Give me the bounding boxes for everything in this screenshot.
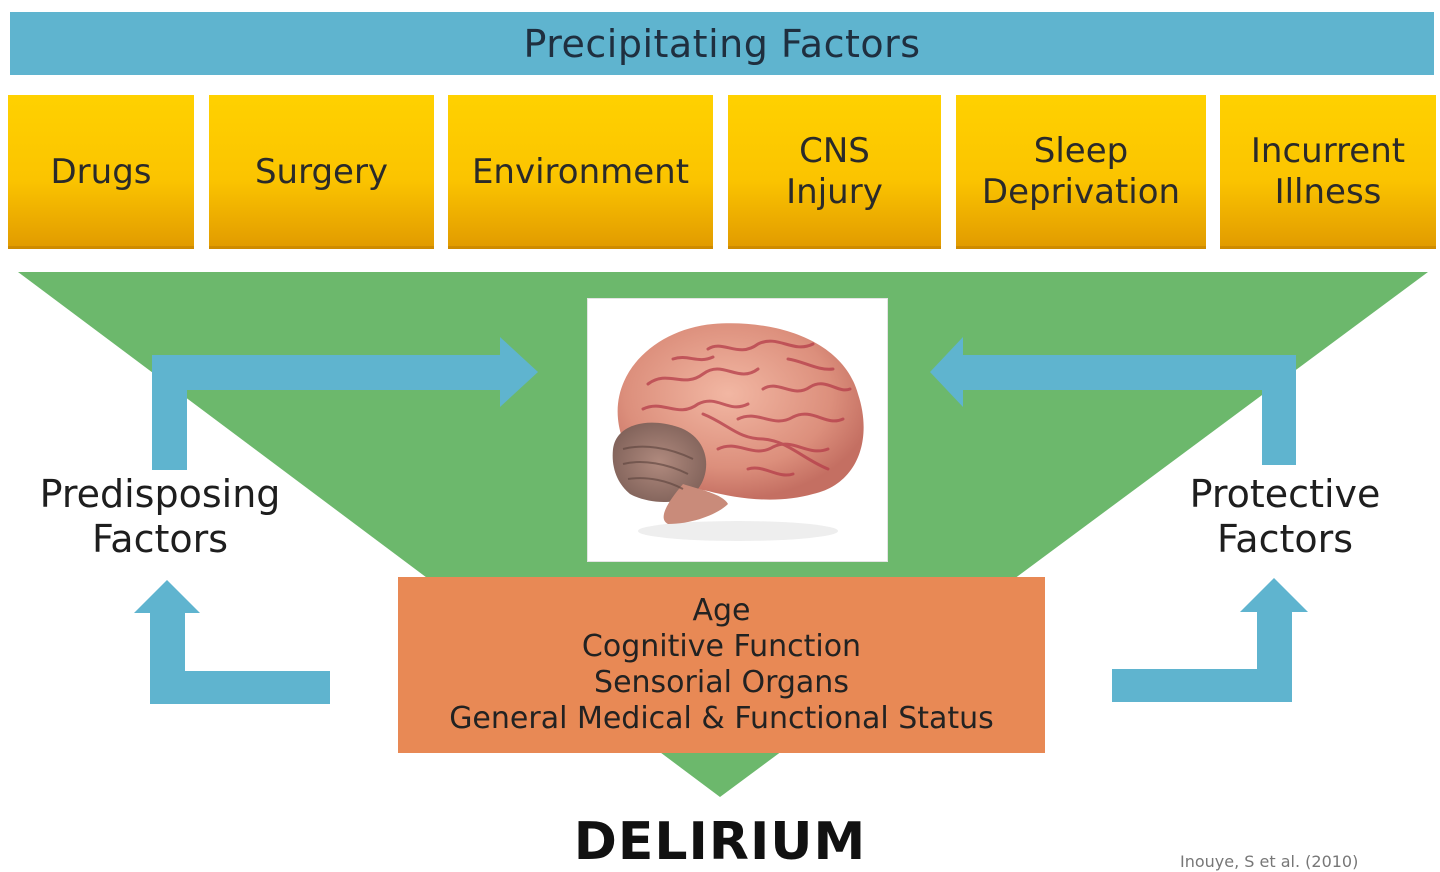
predisposing-arrow-bottom — [134, 580, 330, 704]
predisposing-factors-label: Predisposing Factors — [39, 472, 281, 561]
precipitating-factors-banner: Precipitating Factors — [10, 12, 1434, 75]
protective-factors-label: Protective Factors — [1189, 472, 1381, 561]
factor-cns-injury: CNS Injury — [728, 95, 941, 249]
factor-sleep-deprivation: Sleep Deprivation — [956, 95, 1206, 249]
banner-title: Precipitating Factors — [523, 21, 921, 66]
factor-label: Environment — [471, 151, 690, 192]
central-factor-cognitive: Cognitive Function — [581, 629, 862, 664]
factor-environment: Environment — [448, 95, 713, 249]
central-factor-medical: General Medical & Functional Status — [449, 701, 994, 736]
factor-label: Incurrent Illness — [1250, 131, 1406, 212]
brain-image — [587, 298, 888, 562]
citation: Inouye, S et al. (2010) — [1180, 852, 1359, 871]
protective-arrow-bottom — [1112, 578, 1308, 702]
central-factors-box-bg — [398, 577, 1045, 753]
factor-drugs: Drugs — [8, 95, 194, 249]
factor-label: Surgery — [254, 151, 389, 192]
predisposing-arrow-up — [152, 337, 538, 470]
factor-incurrent-illness: Incurrent Illness — [1220, 95, 1436, 249]
factor-surgery: Surgery — [209, 95, 434, 249]
brain-icon — [612, 323, 864, 541]
central-factor-sensorial: Sensorial Organs — [594, 665, 849, 700]
factor-label: CNS Injury — [786, 131, 883, 212]
factor-label: Sleep Deprivation — [981, 131, 1181, 212]
factor-label: Drugs — [50, 151, 152, 192]
central-factors-box: Age Cognitive Function Sensorial Organs … — [398, 577, 1045, 753]
central-factor-age: Age — [692, 593, 751, 628]
outcome-delirium: DELIRIUM — [573, 812, 867, 872]
protective-arrow-up — [930, 337, 1296, 465]
